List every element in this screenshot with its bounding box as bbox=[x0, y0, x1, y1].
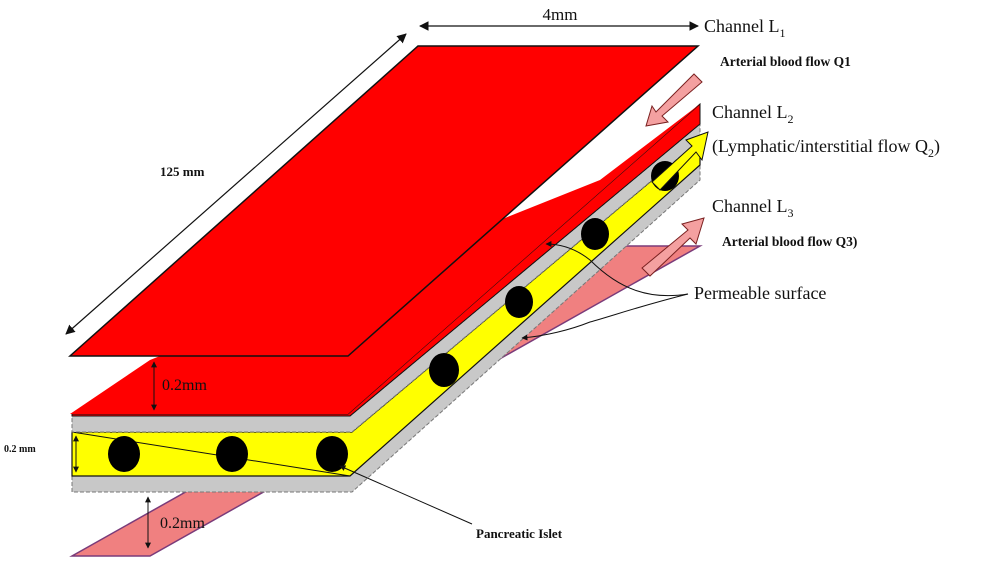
islet bbox=[581, 218, 609, 250]
islet-pointer bbox=[339, 465, 473, 525]
gap-top-label: 0.2mm bbox=[162, 377, 207, 394]
arterial-q3-label: Arterial blood flow Q3) bbox=[722, 234, 857, 249]
islet bbox=[216, 436, 248, 472]
lymph-flow-arrow bbox=[651, 131, 709, 191]
channel-l1-label: Channel L1 bbox=[704, 16, 785, 40]
gap-left-label: 0.2 mm bbox=[4, 444, 36, 455]
gap-bottom-label: 0.2mm bbox=[160, 515, 205, 532]
lymph-flow-label: (Lymphatic/interstitial flow Q2) bbox=[712, 136, 940, 160]
islet bbox=[108, 436, 140, 472]
width-dimension-label: 4mm bbox=[543, 5, 578, 24]
arterial-q1-arrow bbox=[645, 73, 703, 127]
channel-l3-label: Channel L3 bbox=[712, 196, 793, 220]
arterial-q3-arrow bbox=[641, 217, 705, 277]
length-dimension-line bbox=[65, 33, 407, 335]
permeable-pointer-lower bbox=[521, 293, 689, 341]
islet bbox=[505, 286, 533, 318]
permeable-pointer-upper bbox=[545, 241, 689, 297]
channel-l2-label: Channel L2 bbox=[712, 102, 793, 126]
pancreatic-islet-label: Pancreatic Islet bbox=[476, 526, 563, 541]
arterial-q1-label: Arterial blood flow Q1 bbox=[720, 54, 851, 69]
islet bbox=[429, 353, 459, 387]
pancreatic-islets bbox=[108, 161, 679, 472]
permeable-surface-label: Permeable surface bbox=[694, 283, 826, 303]
length-dimension-label: 125 mm bbox=[160, 164, 205, 179]
islet bbox=[316, 436, 348, 472]
